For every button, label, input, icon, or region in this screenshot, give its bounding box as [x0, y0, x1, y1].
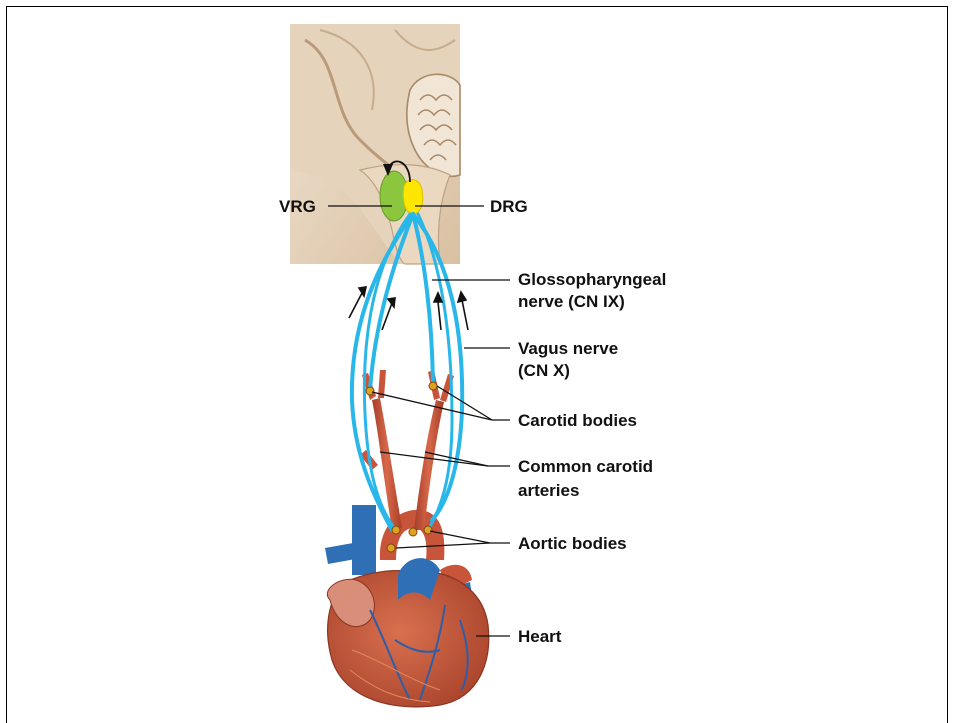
common-carotid-label-line2: arteries	[518, 481, 579, 500]
drg-region	[403, 180, 422, 214]
heart-label: Heart	[518, 627, 562, 646]
vagus-label-line2: (CN X)	[518, 361, 570, 380]
heart-illustration	[325, 505, 489, 707]
vrg-label: VRG	[279, 197, 316, 216]
glossopharyngeal-label-line1: Glossopharyngeal	[518, 270, 666, 289]
aortic-bodies-label: Aortic bodies	[518, 534, 627, 553]
glossopharyngeal-label-line2: nerve (CN IX)	[518, 292, 625, 311]
drg-label: DRG	[490, 197, 528, 216]
vagus-label-line1: Vagus nerve	[518, 339, 618, 358]
brainstem-illustration	[290, 24, 460, 264]
carotid-bodies-label: Carotid bodies	[518, 411, 637, 430]
common-carotid-label-line1: Common carotid	[518, 457, 653, 476]
